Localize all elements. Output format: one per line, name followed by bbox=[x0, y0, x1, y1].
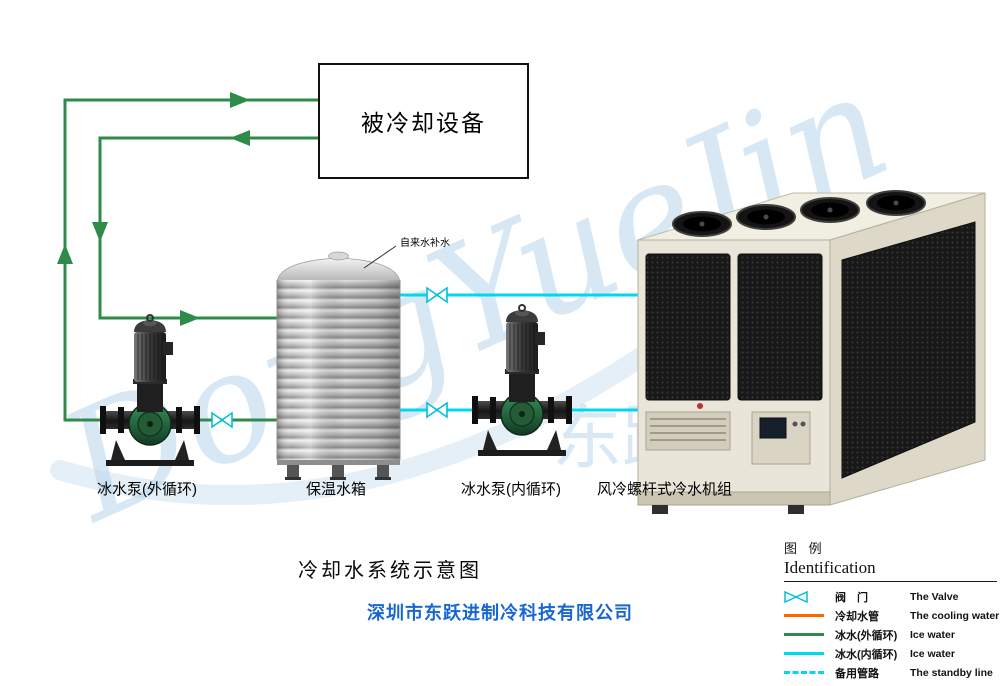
flow-arrows bbox=[57, 92, 250, 326]
legend-row-cooling-water: 冷却水管 The cooling water bbox=[784, 606, 1000, 625]
ice-water-inner-line-swatch bbox=[784, 652, 824, 655]
cooled-equipment-box: 被冷却设备 bbox=[318, 63, 529, 179]
standby-line-swatch bbox=[784, 671, 824, 674]
legend-title-cn: 图 例 bbox=[784, 541, 826, 556]
cooled-equipment-label: 被冷却设备 bbox=[361, 110, 486, 136]
arrow-right-to-tank bbox=[180, 310, 200, 326]
fan-array bbox=[672, 190, 926, 237]
legend-label-standby-zh: 备用管路 bbox=[835, 667, 879, 680]
tap-water-leader-line bbox=[363, 245, 397, 269]
diagram-title: 冷却水系统示意图 bbox=[298, 560, 482, 582]
legend-row-ice-water-inner: 冰水(内循环) Ice water bbox=[784, 644, 997, 663]
legend-label-outer-en: Ice water bbox=[910, 628, 955, 641]
valve-inner-return bbox=[426, 401, 448, 419]
legend-row-ice-water-outer: 冰水(外循环) Ice water bbox=[784, 625, 997, 644]
legend-panel: 图 例 Identification 阀 门 The Valve 冷却水管 Th… bbox=[784, 538, 1000, 682]
arrow-up-riser bbox=[57, 244, 73, 264]
legend-row-standby: 备用管路 The standby line bbox=[784, 663, 997, 682]
caption-chiller: 风冷螺杆式冷水机组 bbox=[597, 481, 733, 498]
caption-pump-outer: 冰水泵(外循环) bbox=[97, 481, 197, 498]
company-name: 深圳市东跃进制冷科技有限公司 bbox=[367, 603, 633, 623]
cooling-water-line-swatch bbox=[784, 614, 824, 617]
tap-water-label: 自来水补水 bbox=[400, 238, 450, 249]
tank-graphic bbox=[276, 251, 401, 480]
valve-outer-line bbox=[211, 411, 233, 429]
legend-title-en: Identification bbox=[784, 558, 997, 582]
arrow-right-supply bbox=[230, 92, 250, 108]
chiller-graphic bbox=[637, 190, 986, 514]
caption-pump-inner: 冰水泵(内循环) bbox=[461, 481, 561, 498]
caption-tank: 保温水箱 bbox=[305, 481, 367, 498]
valve-icon bbox=[784, 590, 808, 603]
legend-row-valve: 阀 门 The Valve bbox=[784, 587, 997, 606]
legend-label-inner-zh: 冰水(内循环) bbox=[835, 648, 898, 661]
legend-label-valve-zh: 阀 门 bbox=[835, 591, 868, 604]
arrow-down-return bbox=[92, 222, 108, 242]
brand-logo-dot bbox=[697, 403, 703, 409]
legend-label-cooling-en: The cooling water bbox=[910, 609, 1000, 622]
legend-label-outer-zh: 冰水(外循环) bbox=[835, 629, 898, 642]
legend-label-cooling-zh: 冷却水管 bbox=[835, 610, 879, 623]
arrow-left-return bbox=[230, 130, 250, 146]
legend-label-valve-en: The Valve bbox=[910, 590, 959, 603]
valves bbox=[211, 286, 448, 429]
ice-water-outer-line-swatch bbox=[784, 633, 824, 636]
valve-inner-supply bbox=[426, 286, 448, 304]
legend-label-standby-en: The standby line bbox=[910, 666, 993, 679]
legend-label-inner-en: Ice water bbox=[910, 647, 955, 660]
